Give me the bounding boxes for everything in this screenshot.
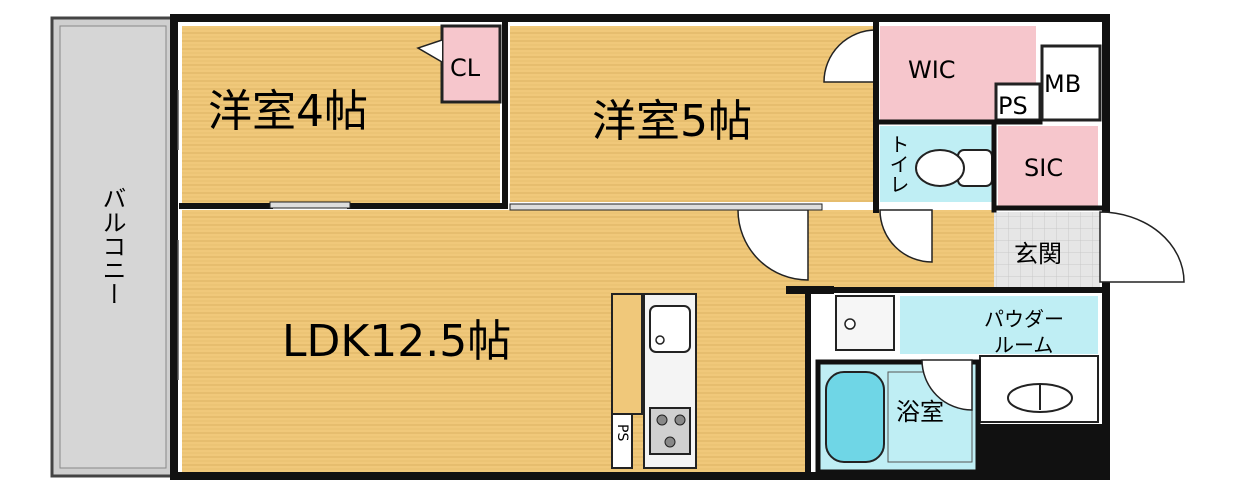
sic-floor bbox=[998, 126, 1098, 206]
closet-door-icon bbox=[416, 39, 443, 63]
room-label-ps-upper: PS bbox=[998, 92, 1028, 120]
bathtub-icon bbox=[825, 371, 885, 463]
kitchen-bar bbox=[611, 293, 643, 415]
mb-box bbox=[1040, 44, 1102, 122]
room-label-ps-kitchen: PS bbox=[614, 424, 630, 441]
room5-door-swing-icon bbox=[823, 29, 877, 83]
sink-icon bbox=[649, 305, 691, 353]
sliding-door-tracks bbox=[269, 201, 823, 211]
toilet-door-swing-icon bbox=[879, 209, 933, 263]
balcony-inner bbox=[59, 25, 167, 469]
room-label-toilet: トイレ bbox=[886, 134, 910, 194]
entrance-floor bbox=[994, 212, 1100, 288]
room-label-mb: MB bbox=[1044, 70, 1081, 98]
stove-icon bbox=[649, 407, 691, 455]
ps-kitchen-box bbox=[611, 413, 633, 469]
room-label-closet: CL bbox=[450, 54, 481, 82]
interior-walls bbox=[179, 19, 1105, 475]
shaft-block bbox=[980, 424, 1102, 472]
powder-room-floor bbox=[900, 296, 1098, 354]
room-label-powder-1: パウダー bbox=[984, 307, 1064, 331]
ldk-door-swing-icon bbox=[737, 209, 809, 281]
drain-icon bbox=[844, 318, 856, 330]
entrance-door-swing-icon bbox=[1099, 211, 1185, 283]
room-label-western-5: 洋室5帖 bbox=[592, 96, 752, 147]
room-label-entrance: 玄関 bbox=[1014, 240, 1062, 268]
room-label-powder-2: ルーム bbox=[994, 333, 1053, 357]
room-label-western-4: 洋室4帖 bbox=[208, 86, 368, 137]
room-label-sic: SIC bbox=[1024, 154, 1063, 182]
bath-door-swing-icon bbox=[921, 359, 973, 411]
ldk-floor bbox=[182, 210, 808, 472]
western-room-5-floor bbox=[510, 26, 876, 202]
room-label-ldk: LDK12.5帖 bbox=[282, 316, 511, 367]
closet-floor bbox=[440, 24, 502, 104]
room-label-wic: WIC bbox=[908, 56, 956, 84]
room-label-balcony: バルコニー bbox=[98, 186, 126, 306]
toilet-bowl-icon bbox=[915, 149, 993, 187]
room-label-bath: 浴室 bbox=[896, 398, 944, 426]
